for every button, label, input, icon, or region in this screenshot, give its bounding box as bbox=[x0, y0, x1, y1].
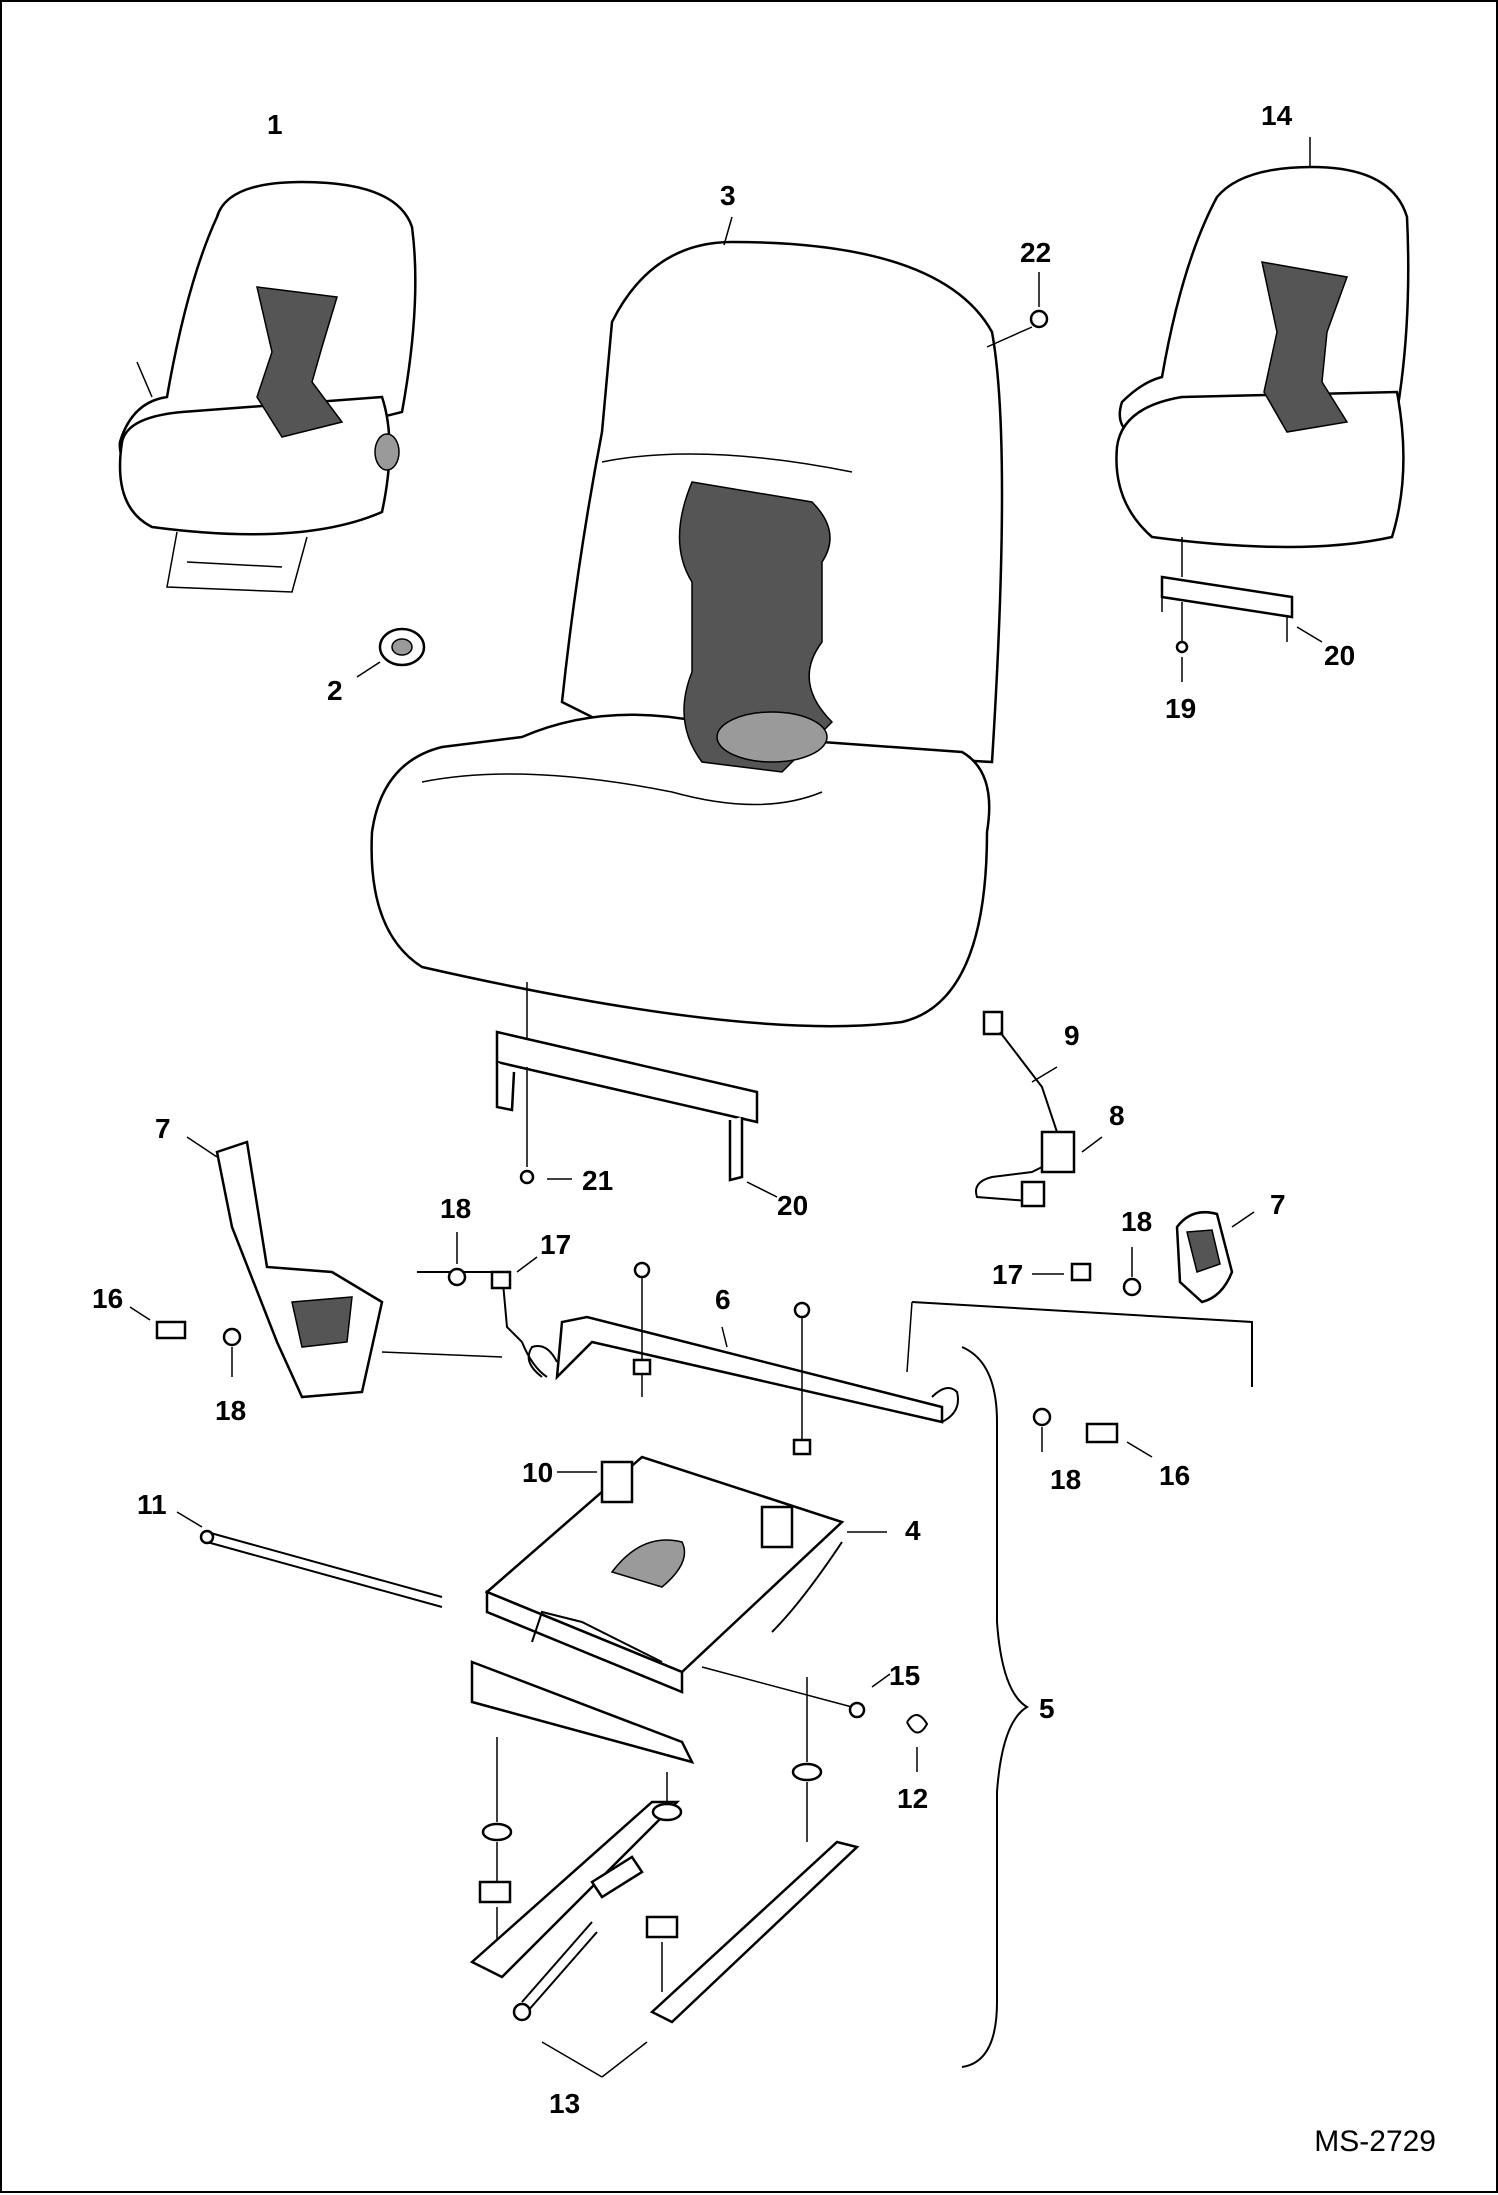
drawing-number: MS-2729 bbox=[1314, 2125, 1436, 2158]
callout-15: 15 bbox=[889, 1660, 920, 1691]
mounting-bar-part-6 bbox=[381, 1261, 1253, 1456]
callout-16-right: 16 bbox=[1159, 1460, 1190, 1491]
callout-17-left: 17 bbox=[540, 1229, 571, 1260]
callout-11: 11 bbox=[137, 1489, 167, 1520]
callout-20-center: 20 bbox=[777, 1190, 808, 1221]
seat-small-right bbox=[1115, 137, 1410, 549]
callout-18-b: 18 bbox=[215, 1395, 246, 1426]
callout-18-d: 18 bbox=[1050, 1464, 1081, 1495]
callout-7-right: 7 bbox=[1270, 1189, 1286, 1220]
bracket-right-part-20 bbox=[1160, 537, 1323, 682]
callout-22: 22 bbox=[1020, 237, 1051, 268]
harness-switch-part-8-9 bbox=[975, 1010, 1103, 1208]
bracket-center-part-20 bbox=[495, 982, 778, 1198]
callout-12: 12 bbox=[897, 1783, 928, 1814]
callout-6: 6 bbox=[715, 1284, 731, 1315]
callout-16-left: 16 bbox=[92, 1283, 123, 1314]
callout-18-a: 18 bbox=[440, 1193, 471, 1224]
callout-9: 9 bbox=[1064, 1020, 1080, 1051]
callout-14: 14 bbox=[1261, 100, 1293, 131]
brace-part-5 bbox=[961, 1346, 1029, 2068]
fasteners-left bbox=[129, 1232, 538, 1377]
callout-21: 21 bbox=[582, 1165, 613, 1196]
callout-2: 2 bbox=[327, 675, 343, 706]
suspension-part-4 bbox=[176, 1455, 929, 1772]
callout-8: 8 bbox=[1109, 1100, 1125, 1131]
callout-1: 1 bbox=[267, 109, 283, 140]
callout-13: 13 bbox=[549, 2088, 580, 2119]
seatbelt-left-part-7 bbox=[186, 1136, 384, 1399]
knob-part-2 bbox=[356, 627, 426, 678]
slide-rails-part-13 bbox=[469, 1677, 860, 2078]
callout-18-c: 18 bbox=[1121, 1206, 1152, 1237]
buckle-right-part-7 bbox=[1175, 1210, 1255, 1304]
callout-20-right: 20 bbox=[1324, 640, 1355, 671]
fasteners-right bbox=[1032, 1247, 1153, 1458]
seat-small-left bbox=[118, 180, 417, 593]
callout-19: 19 bbox=[1165, 693, 1196, 724]
callout-5: 5 bbox=[1039, 1693, 1055, 1724]
callout-7-left: 7 bbox=[155, 1113, 171, 1144]
callout-4: 4 bbox=[905, 1515, 921, 1546]
callout-3: 3 bbox=[720, 180, 736, 211]
callout-17-right: 17 bbox=[992, 1259, 1023, 1290]
fastener-part-22 bbox=[1029, 272, 1049, 329]
seat-main bbox=[370, 216, 1033, 1028]
callout-10: 10 bbox=[522, 1457, 553, 1488]
